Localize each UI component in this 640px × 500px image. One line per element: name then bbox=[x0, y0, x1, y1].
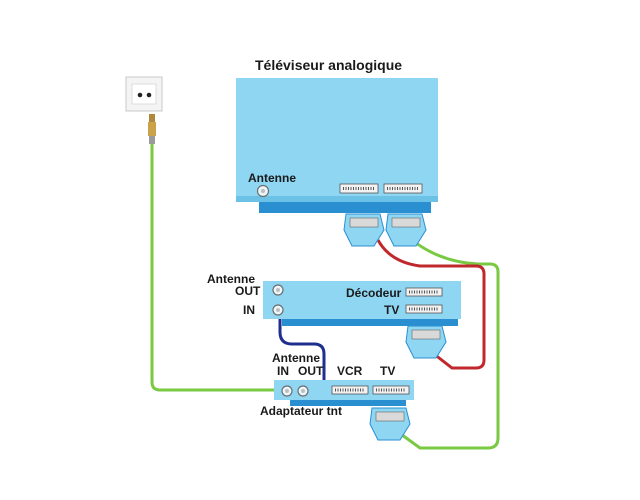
decoder-scart-plug bbox=[405, 325, 447, 359]
adapter-out-label: OUT bbox=[298, 364, 324, 378]
tv-antenna-label: Antenne bbox=[248, 171, 296, 185]
tv-scart-socket-2 bbox=[383, 183, 423, 194]
wall-antenna-socket bbox=[125, 76, 163, 112]
tv-scart-plug-2 bbox=[385, 213, 427, 247]
tv-antenna-port bbox=[256, 184, 270, 198]
adapter-in-label: IN bbox=[277, 364, 289, 378]
decoder-out-label: OUT bbox=[235, 284, 261, 298]
adapter-out-port bbox=[297, 385, 309, 397]
tv-title: Téléviseur analogique bbox=[255, 57, 402, 73]
decoder-scart-socket-2 bbox=[405, 304, 443, 314]
adapter-tv-label: TV bbox=[380, 364, 395, 378]
decoder-out-port bbox=[272, 284, 284, 296]
adapter-tv-scart-socket bbox=[372, 385, 410, 395]
red-scart-cable bbox=[376, 239, 486, 370]
adapter-name: Adaptateur tnt bbox=[260, 404, 342, 418]
decoder-tv-label: TV bbox=[384, 303, 399, 317]
tv-body bbox=[236, 78, 438, 213]
adapter-vcr-label: VCR bbox=[337, 364, 363, 378]
adapter-vcr-scart-socket bbox=[331, 385, 369, 395]
green-scart-cable bbox=[397, 238, 500, 450]
decoder-in-label: IN bbox=[243, 303, 255, 317]
tv-scart-plug-1 bbox=[343, 213, 385, 247]
adapter-antenna-label: Antenne bbox=[272, 351, 320, 365]
decoder-name: Décodeur bbox=[346, 286, 402, 300]
adapter-scart-plug bbox=[369, 407, 411, 441]
decoder-in-port bbox=[272, 304, 284, 316]
tv-scart-socket-1 bbox=[339, 183, 379, 194]
antenna-plug bbox=[148, 114, 156, 144]
decoder-scart-socket-1 bbox=[405, 287, 443, 297]
antenna-cable bbox=[150, 144, 284, 392]
adapter-in-port bbox=[281, 385, 293, 397]
decoder-antenna-label: Antenne bbox=[207, 272, 255, 286]
